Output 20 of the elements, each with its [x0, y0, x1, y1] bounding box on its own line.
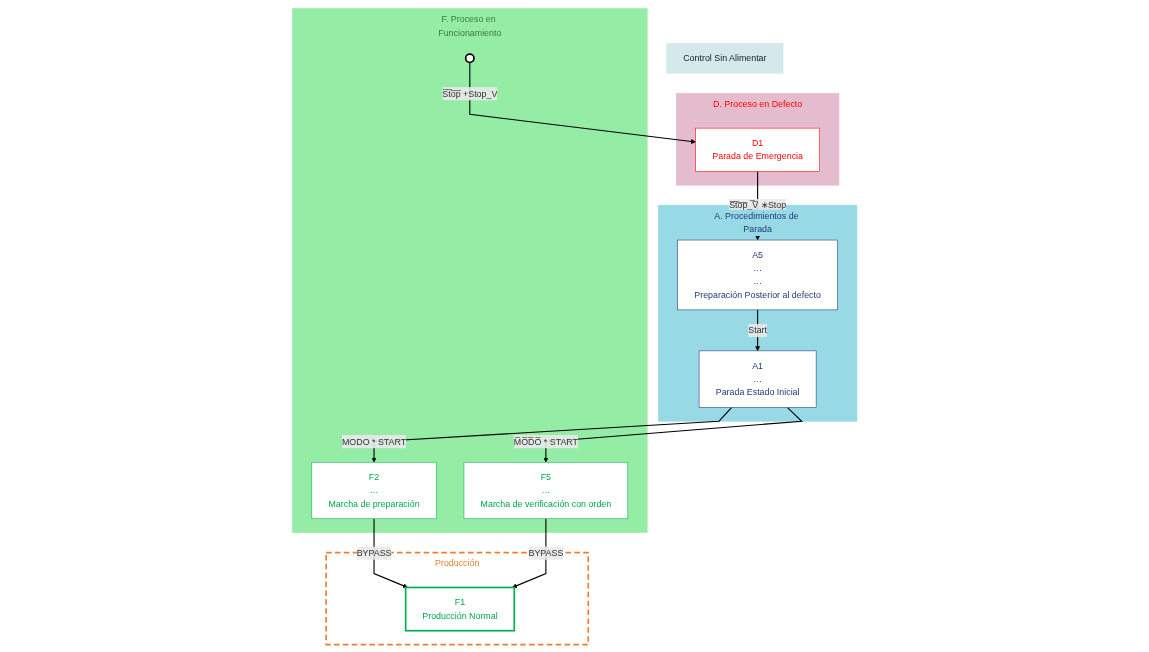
- node-box: F1 Producción Normal: [404, 586, 515, 632]
- arrow: [371, 406, 733, 462]
- node-box: F5 … Marcha de verificación con orden: [463, 461, 628, 519]
- edge-label: BYPASS: [528, 547, 564, 558]
- node-box: A1 … Parada Estado Inicial: [698, 350, 817, 408]
- edge-label: Start: [748, 324, 767, 335]
- arrow: [469, 61, 696, 144]
- node-box: A5 … … Preparación Posterior al defecto: [677, 239, 838, 310]
- node-box: D1 Parada de Emergencia: [695, 127, 820, 172]
- node-circle: [464, 52, 475, 63]
- arrow: [511, 517, 547, 588]
- arrow: [373, 517, 408, 588]
- edge-label: S̅t̅o̅p̅_̅V̅ ∗Stop: [728, 200, 786, 210]
- edge-label: M̅O̅D̅O̅ * START: [513, 436, 578, 446]
- arrow: [755, 308, 760, 351]
- edge-label: S̅t̅o̅p̅ +Stop_V: [442, 88, 498, 98]
- node-box: Control Sin Alimentar: [666, 42, 784, 74]
- edge-label: MODO * START: [341, 436, 406, 446]
- node-box: F2 … Marcha de preparación: [311, 461, 437, 519]
- edge-label: BYPASS: [356, 547, 392, 558]
